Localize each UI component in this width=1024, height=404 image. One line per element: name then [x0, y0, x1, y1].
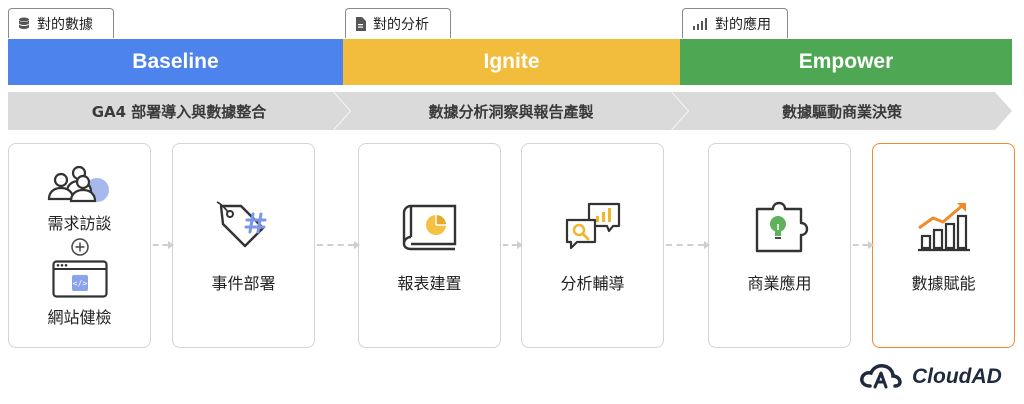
card-report-building: 報表建置 — [358, 143, 501, 348]
tab-label: 對的應用 — [715, 16, 771, 33]
chevron-ga4-deployment: GA4 部署導入與數據整合 — [8, 92, 350, 130]
phase-empower: Empower — [680, 39, 1012, 85]
card-label-website-checkup: 網站健檢 — [47, 307, 112, 327]
connector-arrow — [153, 241, 174, 249]
people-group-icon — [45, 164, 115, 204]
plus-circle-icon — [70, 237, 89, 256]
document-icon — [355, 16, 366, 31]
card-label: 商業應用 — [747, 273, 812, 293]
logo-text: CloudAD — [912, 365, 1002, 388]
growth-chart-icon — [914, 198, 974, 256]
cloudad-logo-icon — [860, 364, 906, 390]
tab-label: 對的分析 — [373, 16, 429, 33]
puzzle-bulb-icon — [750, 198, 810, 256]
card-label: 事件部署 — [211, 273, 276, 293]
card-interview-and-checkup: 需求訪談 </> 網站健檢 — [8, 143, 151, 348]
cloudad-logo: CloudAD — [860, 364, 1002, 390]
database-icon — [18, 17, 30, 31]
report-pie-icon — [400, 198, 460, 256]
tab-right-application: 對的應用 — [682, 8, 788, 38]
chat-analytics-icon — [563, 198, 623, 256]
connector-arrow — [853, 241, 874, 249]
tab-label: 對的數據 — [37, 16, 93, 33]
card-label: 報表建置 — [397, 273, 462, 293]
browser-code-icon: </> — [51, 259, 108, 298]
card-data-empowerment: 數據賦能 — [872, 143, 1015, 348]
card-event-deployment: 事件部署 — [172, 143, 315, 348]
card-label-interview: 需求訪談 — [47, 213, 112, 233]
connector-arrow — [503, 241, 523, 249]
connector-arrow — [666, 241, 710, 249]
tab-right-data: 對的數據 — [8, 8, 114, 38]
phase-ignite: Ignite — [343, 39, 680, 85]
card-label: 數據賦能 — [911, 273, 976, 293]
card-analysis-coaching: 分析輔導 — [521, 143, 664, 348]
tab-right-analysis: 對的分析 — [345, 8, 451, 38]
phase-baseline: Baseline — [8, 39, 343, 85]
card-label: 分析輔導 — [560, 273, 625, 293]
tag-hash-icon — [214, 198, 274, 256]
chevron-analysis-reporting: 數據分析洞察與報告產製 — [334, 92, 688, 130]
chevron-data-driven-decisions: 數據驅動商業決策 — [672, 92, 1012, 130]
svg-text:</>: </> — [72, 279, 87, 288]
connector-arrow — [317, 241, 360, 249]
bar-signal-icon — [692, 17, 708, 30]
card-business-application: 商業應用 — [708, 143, 851, 348]
